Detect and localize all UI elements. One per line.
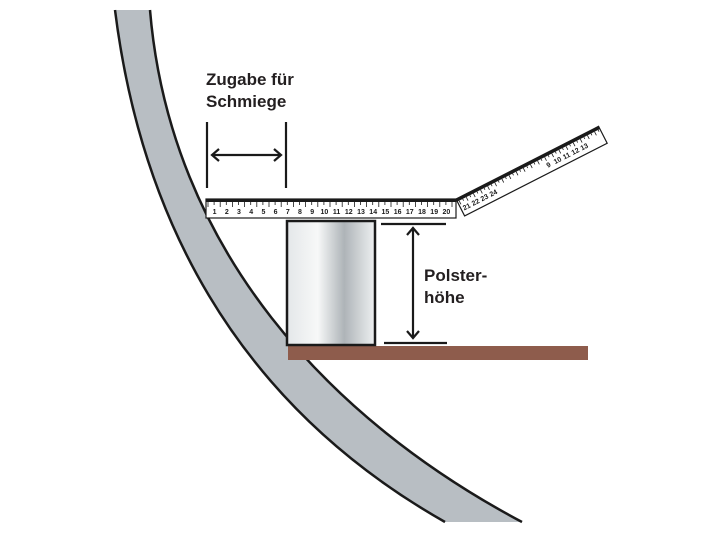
svg-text:19: 19: [430, 209, 438, 216]
svg-text:10: 10: [321, 209, 329, 216]
svg-text:3: 3: [237, 209, 241, 216]
svg-text:12: 12: [345, 209, 353, 216]
svg-text:4: 4: [249, 209, 253, 216]
svg-text:2: 2: [225, 209, 229, 216]
allowance-label: Zugabe für Schmiege: [206, 69, 294, 113]
curved-wall-outer-edge: [113, 9, 446, 524]
cushion-height-label: Polster- höhe: [424, 265, 487, 309]
svg-text:9: 9: [310, 209, 314, 216]
svg-text:8: 8: [298, 209, 302, 216]
svg-text:22: 22: [471, 198, 481, 208]
svg-text:23: 23: [480, 193, 490, 203]
svg-text:17: 17: [406, 209, 414, 216]
allowance-label-line2: Schmiege: [206, 92, 287, 111]
svg-text:10: 10: [553, 156, 563, 166]
curved-wall-inner-edge: [148, 9, 523, 524]
allowance-dimension: [205, 122, 288, 188]
svg-text:11: 11: [562, 152, 572, 162]
cushion-block: [285, 219, 377, 347]
allowance-label-line1: Zugabe für: [206, 70, 294, 89]
svg-text:14: 14: [369, 209, 377, 216]
svg-text:15: 15: [382, 209, 390, 216]
svg-text:13: 13: [357, 209, 365, 216]
cushion-height-label-line2: höhe: [424, 288, 465, 307]
svg-text:20: 20: [443, 209, 451, 216]
svg-text:24: 24: [489, 189, 499, 199]
svg-text:13: 13: [580, 143, 590, 153]
svg-text:5: 5: [261, 209, 265, 216]
svg-text:11: 11: [333, 209, 341, 216]
floor-board: [288, 346, 588, 360]
svg-text:18: 18: [418, 209, 426, 216]
svg-text:16: 16: [394, 209, 402, 216]
svg-text:1: 1: [213, 209, 217, 216]
svg-text:9: 9: [546, 162, 553, 170]
cushion-height-label-line1: Polster-: [424, 266, 488, 285]
svg-text:12: 12: [571, 147, 581, 157]
svg-text:21: 21: [462, 202, 472, 212]
svg-text:6: 6: [274, 209, 278, 216]
svg-text:7: 7: [286, 209, 290, 216]
height-dimension: [381, 222, 447, 345]
